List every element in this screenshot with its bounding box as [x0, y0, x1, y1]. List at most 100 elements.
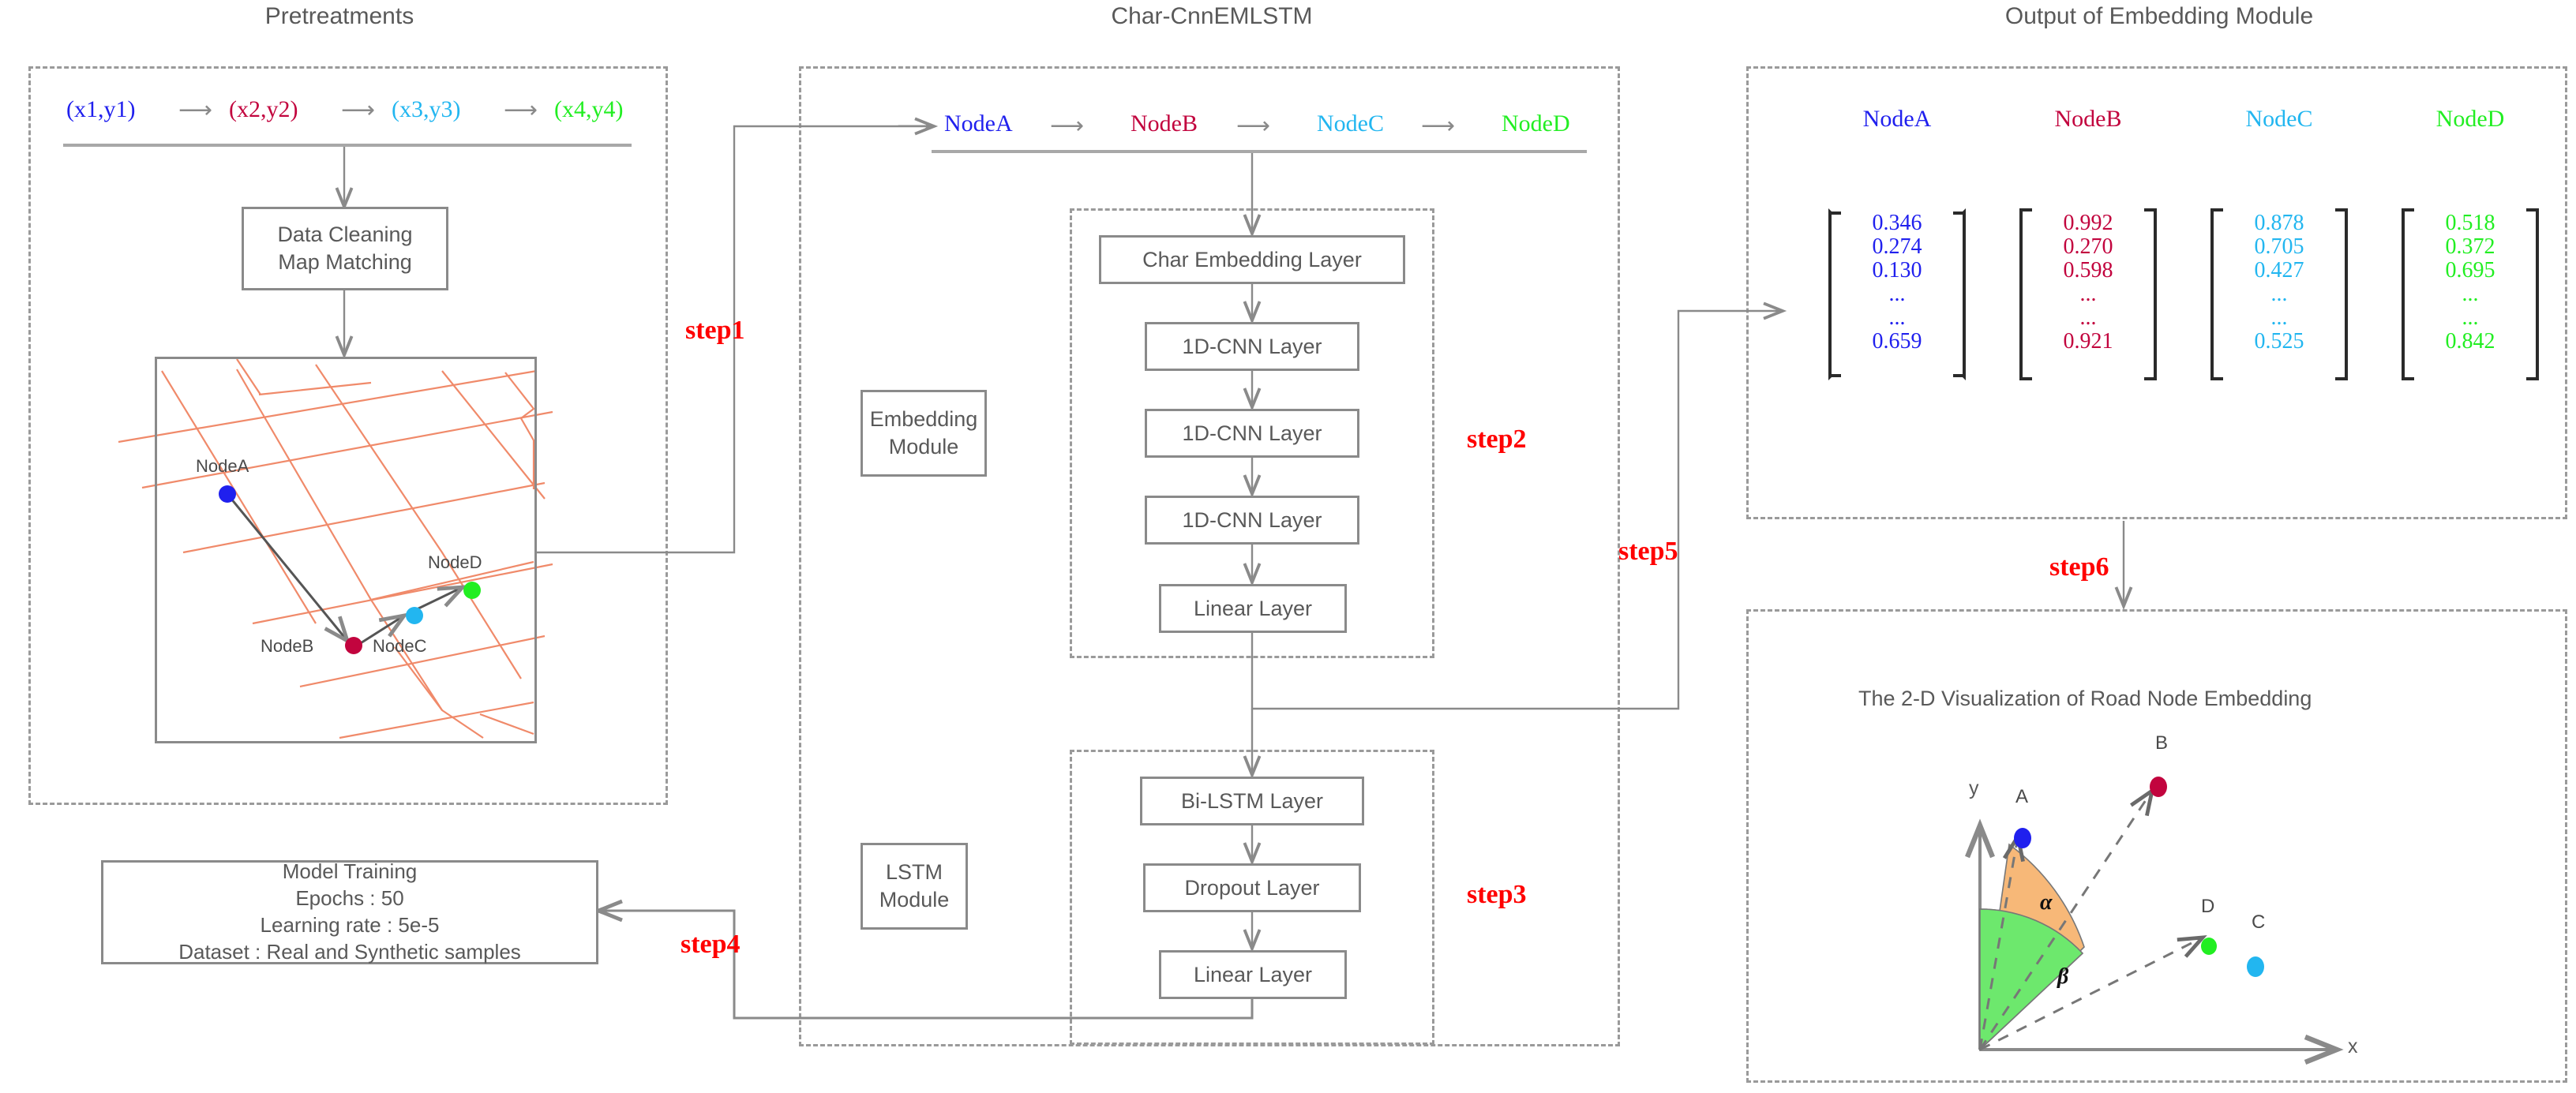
- step3-label: step3: [1467, 880, 1527, 909]
- model-node-a: NodeA: [944, 110, 1013, 137]
- matrix-values-nodea: 0.346 0.274 0.130 ... ... 0.659: [1828, 211, 1966, 354]
- viz-point-c-label: C: [2252, 911, 2266, 933]
- model-node-d: NodeD: [1502, 110, 1570, 137]
- step6-label: step6: [2049, 552, 2109, 582]
- layer-1dcnn-3: 1D-CNN Layer: [1145, 496, 1359, 545]
- model-node-c: NodeC: [1317, 110, 1384, 137]
- pretreatments-container: [28, 66, 668, 805]
- matrix-bracket-nodeb: [2019, 208, 2157, 380]
- node-seq-arrow-3: ⟶: [1421, 113, 1456, 139]
- matrix-value: ...: [1888, 305, 1906, 330]
- axis-label-x: x: [2348, 1035, 2358, 1057]
- viz-point-c-dot: [2247, 956, 2264, 977]
- matrix-value: 0.921: [2063, 329, 2113, 354]
- matrix-value: 0.270: [2063, 234, 2113, 259]
- matrix-value: 0.274: [1872, 234, 1922, 259]
- model-training-title: Model Training: [282, 859, 418, 884]
- model-training-lr: Learning rate : 5e-5: [260, 913, 440, 937]
- angle-beta-label: β: [2057, 964, 2069, 989]
- matrix-value: 0.525: [2254, 329, 2304, 354]
- layer-bilstm: Bi-LSTM Layer: [1140, 777, 1364, 825]
- matrix-value: 0.598: [2063, 258, 2113, 283]
- matrix-value: 0.346: [1872, 211, 1922, 235]
- layer-1dcnn-1: 1D-CNN Layer: [1145, 322, 1359, 371]
- layer-dropout: Dropout Layer: [1143, 863, 1361, 912]
- lstm-module-line1: LSTM: [885, 859, 943, 884]
- embedding-output-container: [1746, 66, 2567, 519]
- data-cleaning-box: Data Cleaning Map Matching: [242, 207, 448, 290]
- matrix-value: ...: [2270, 282, 2288, 306]
- model-container: [799, 66, 1620, 1046]
- angle-alpha-label: α: [2040, 890, 2053, 915]
- matrix-value: 0.842: [2445, 329, 2495, 354]
- embedding-module-line2: Module: [888, 435, 959, 459]
- matrix-bracket-nodec: [2210, 208, 2348, 380]
- matrix-value: 0.130: [1872, 258, 1922, 283]
- map-node-d-dot: [463, 582, 481, 599]
- embedding-module-line1: Embedding: [869, 406, 978, 431]
- data-cleaning-line1: Data Cleaning: [277, 222, 413, 246]
- axis-label-y: y: [1969, 777, 1979, 799]
- visualization-container: [1746, 609, 2567, 1083]
- coord-label-4: (x4,y4): [554, 96, 624, 122]
- coord-label-1: (x1,y1): [66, 96, 136, 122]
- matrix-value: 0.878: [2254, 211, 2304, 235]
- viz-point-a-dot: [2014, 828, 2031, 848]
- viz-point-d-label: D: [2201, 896, 2215, 917]
- layer-1dcnn-2: 1D-CNN Layer: [1145, 409, 1359, 458]
- coord-label-2: (x2,y2): [229, 96, 298, 122]
- map-node-a-label: NodeA: [196, 456, 249, 476]
- lstm-module-line2: Module: [879, 888, 950, 911]
- matrix-value: 0.992: [2063, 211, 2113, 235]
- matrix-value: ...: [1888, 282, 1906, 306]
- matrix-head-nodec: NodeC: [2245, 106, 2313, 132]
- step2-label: step2: [1467, 425, 1527, 454]
- node-seq-arrow-0: ⟶: [897, 113, 932, 139]
- matrix-value: 0.372: [2445, 234, 2495, 259]
- viz-point-d-dot: [2201, 938, 2217, 955]
- map-node-a-dot: [219, 485, 236, 503]
- coord-arrow-3: ⟶: [504, 97, 538, 123]
- model-training-epochs: Epochs : 50: [295, 886, 404, 911]
- map-frame: [155, 357, 537, 743]
- coord-label-3: (x3,y3): [392, 96, 461, 122]
- matrix-value: ...: [2270, 305, 2288, 330]
- coord-arrow-1: ⟶: [178, 97, 213, 123]
- map-node-c-label: NodeC: [373, 636, 427, 656]
- data-cleaning-line2: Map Matching: [278, 250, 412, 274]
- model-node-b: NodeB: [1131, 110, 1198, 137]
- model-training-box: Model Training Epochs : 50 Learning rate…: [101, 859, 598, 964]
- matrix-head-nodeb: NodeB: [2054, 106, 2122, 132]
- map-node-b-dot: [345, 637, 362, 654]
- map-node-d-label: NodeD: [428, 552, 482, 572]
- map-node-b-label: NodeB: [261, 636, 314, 656]
- matrix-value: ...: [2079, 305, 2097, 330]
- matrix-bracket-nodea: [1828, 208, 1966, 380]
- viz-point-b-label: B: [2155, 732, 2169, 754]
- column-title-model: Char-CnnEMLSTM: [1111, 3, 1313, 29]
- matrix-head-noded: NodeD: [2435, 106, 2505, 132]
- matrix-values-nodeb: 0.992 0.270 0.598 ... ... 0.921: [2019, 211, 2157, 354]
- map-node-c-dot: [406, 607, 423, 624]
- viz-point-b-dot: [2150, 777, 2167, 797]
- layer-char-embedding: Char Embedding Layer: [1099, 235, 1405, 284]
- step5-label: step5: [1618, 537, 1678, 566]
- step1-label: step1: [685, 316, 745, 345]
- matrix-head-nodea: NodeA: [1862, 106, 1932, 132]
- viz-point-a-label: A: [2015, 786, 2029, 807]
- matrix-values-nodec: 0.878 0.705 0.427 ... ... 0.525: [2210, 211, 2348, 354]
- matrix-values-noded: 0.518 0.372 0.695 ... ... 0.842: [2402, 211, 2539, 354]
- node-seq-arrow-2: ⟶: [1236, 113, 1271, 139]
- layer-linear-lstm: Linear Layer: [1159, 950, 1347, 999]
- step4-label: step4: [681, 930, 741, 959]
- matrix-value: ...: [2462, 282, 2479, 306]
- matrix-value: 0.518: [2445, 211, 2495, 235]
- column-title-embedding-output: Output of Embedding Module: [2004, 3, 2314, 29]
- matrix-value: ...: [2462, 305, 2479, 330]
- matrix-value: 0.705: [2254, 234, 2304, 259]
- column-title-pretreatments: Pretreatments: [264, 3, 414, 29]
- coord-arrow-2: ⟶: [341, 97, 376, 123]
- matrix-value: ...: [2079, 282, 2097, 306]
